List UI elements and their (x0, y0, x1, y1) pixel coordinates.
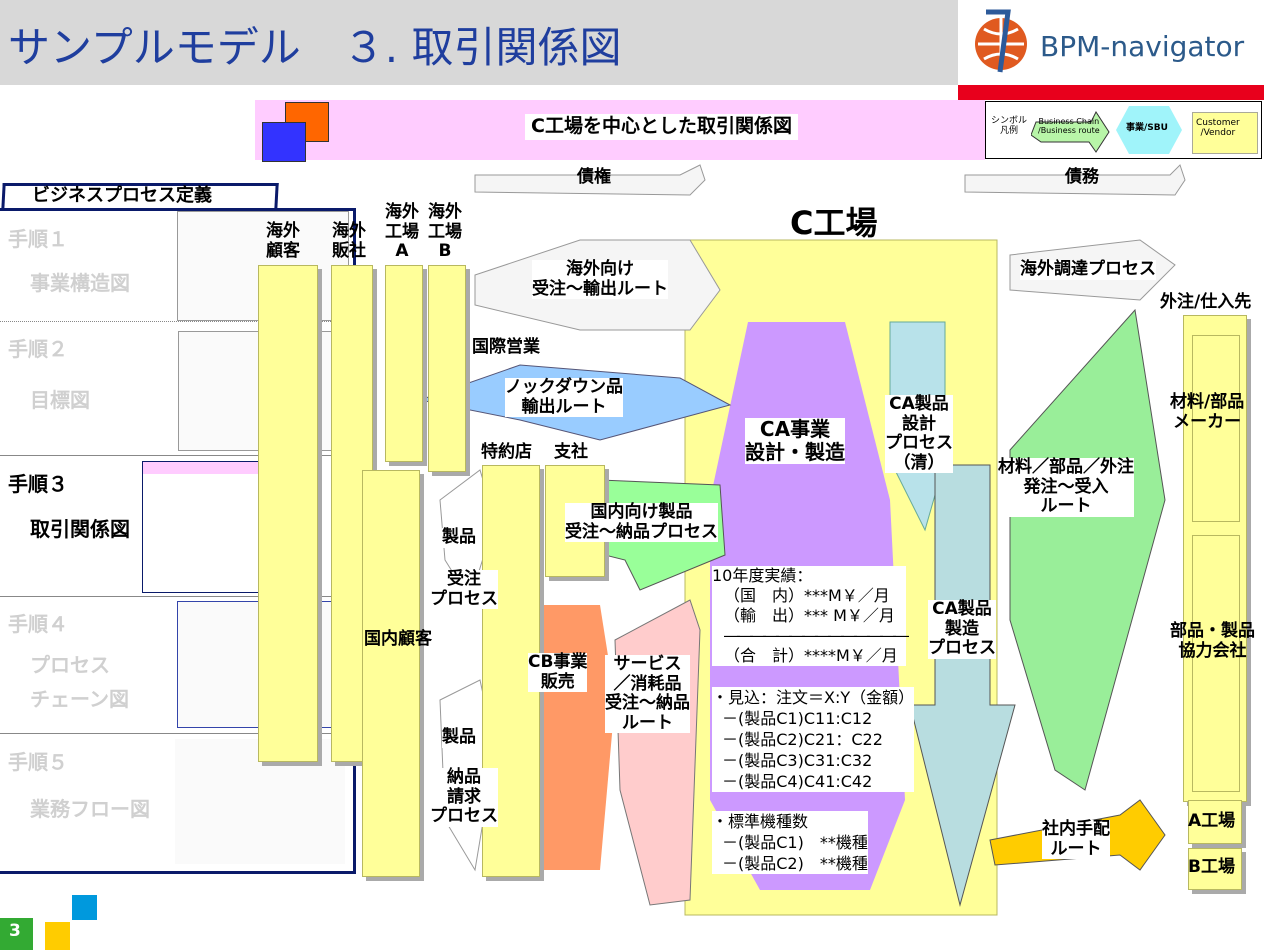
forecast-line: －(製品C3)C31:C32 (712, 750, 915, 771)
legend-chain-icon (1031, 110, 1110, 153)
service-route-label: サービス ／消耗品 受注～納品 ルート (605, 654, 690, 734)
forecast-block: ・見込：注文＝X:Y（金額） －(製品C1)C11:C12 －(製品C2)C21… (712, 687, 915, 792)
ca-mfg-label: CA製品 製造 プロセス (928, 599, 996, 659)
page-number-badge (0, 918, 33, 950)
step-number: 手順５ (8, 750, 68, 774)
overseas-customer-label: 海外 顧客 (266, 221, 300, 261)
logo (958, 0, 1264, 85)
standard-block: ・標準機種数 －(製品C1) **機種 －(製品C2) **機種 (712, 811, 868, 874)
service-route-arrow (614, 599, 701, 906)
domestic-route-label: 国内向け製品 受注～納品プロセス (565, 502, 718, 543)
step-label: 取引関係図 (30, 517, 130, 541)
results-line: ―――――――――――――― (712, 626, 909, 646)
overseas-factory-b-column (428, 265, 466, 472)
globe-logo-icon (975, 9, 1027, 73)
forecast-line: －(製品C1)C11:C12 (712, 708, 915, 729)
header-bar (0, 0, 958, 85)
parts-partner-column (1192, 535, 1240, 792)
sidebar-tab-label: ビジネスプロセス定義 (32, 185, 212, 206)
agent-label: 特約店 (481, 442, 532, 462)
c-factory-title: C工場 (790, 204, 878, 242)
overseas-customer-column (258, 265, 318, 762)
blue-square-icon (262, 122, 306, 162)
banner-title: C工場を中心とした取引関係図 (525, 114, 798, 140)
step-label: 事業構造図 (30, 271, 130, 295)
knockdown-label: ノックダウン品 輸出ルート (505, 377, 623, 418)
legend-customer-text: Customer /Vendor (1196, 118, 1240, 139)
factory-b-label: B工場 (1188, 857, 1235, 877)
standard-line: ・標準機種数 (712, 811, 868, 832)
product-label: 製品 (442, 727, 476, 748)
forecast-line: －(製品C2)C21：C22 (712, 729, 915, 750)
results-block: 10年度実績： （国 内）***M￥／月 （輸 出）*** M￥／月 ―――――… (712, 566, 909, 666)
branch-label: 支社 (554, 442, 588, 462)
results-line: 10年度実績： (712, 566, 906, 586)
intl-sales-label: 国際営業 (472, 337, 540, 357)
results-line: （輸 出）*** M￥／月 (712, 606, 906, 626)
page-number: 3 (9, 921, 21, 941)
parts-partner-label: 部品・製品 協力会社 (1170, 621, 1255, 661)
standard-line: －(製品C1) **機種 (712, 832, 868, 853)
results-line: （国 内）***M￥／月 (712, 586, 906, 606)
delivery-process-label: 納品 請求 プロセス (430, 767, 498, 827)
legend-sbu-text: 事業/SBU (1126, 123, 1168, 133)
materials-route-label: 材料／部品／外注 発注～受入 ルート (998, 457, 1134, 517)
cb-sbu-label: CB事業 販売 (528, 652, 588, 693)
logo-accent-bar (958, 85, 1264, 100)
decor-square (33, 905, 66, 923)
product-label: 製品 (442, 527, 476, 548)
overseas-factory-b-label: 海外 工場 B (428, 202, 462, 262)
logo-text: BPM-navigator (1040, 30, 1245, 63)
forecast-line: ・見込：注文＝X:Y（金額） (712, 687, 915, 708)
legend-customer-box (1192, 112, 1258, 154)
ca-mfg-arrow (909, 464, 1016, 907)
materials-maker-label: 材料/部品 メーカー (1170, 392, 1245, 432)
step-number: 手順４ (8, 612, 68, 636)
legend: シンボル 凡例 Business Chain /Business route 事… (985, 101, 1262, 159)
step-label: 目標図 (30, 388, 90, 412)
ca-design-label: CA製品 設計 プロセス （清） (885, 394, 953, 474)
legend-chain-text: Business Chain /Business route (1038, 117, 1100, 136)
overseas-factory-a-label: 海外 工場 A (385, 202, 419, 262)
factory-a-label: A工場 (1188, 811, 1236, 831)
internal-route-label: 社内手配 ルート (1042, 819, 1110, 860)
factory-b-box (1188, 848, 1242, 890)
ca-sbu-label: CA事業 設計・製造 (745, 417, 845, 464)
overseas-factory-a-column (385, 265, 423, 462)
credit-label: 債権 (577, 167, 611, 187)
credit-arrow (474, 164, 706, 196)
materials-route-arrow (1009, 308, 1166, 791)
step-number: 手順３ (8, 472, 68, 496)
order-process-label: 受注 プロセス (430, 569, 498, 610)
decor-yellow-square (45, 922, 70, 950)
step-number: 手順２ (8, 337, 68, 361)
legend-sbu-icon (1116, 106, 1182, 154)
materials-maker-column (1192, 335, 1240, 522)
results-line: （合 計）****M￥／月 (712, 646, 906, 666)
legend-label: シンボル 凡例 (991, 116, 1028, 137)
factory-a-box (1188, 800, 1242, 844)
step-label: 業務フロー図 (30, 797, 150, 821)
page-title: サンプルモデル ３. 取引関係図 (8, 23, 622, 72)
debt-label: 債務 (1065, 167, 1099, 187)
step-number: 手順１ (8, 227, 68, 251)
forecast-line: －(製品C4)C41:C42 (712, 771, 915, 792)
step-label: プロセス チェーン図 (30, 653, 129, 711)
overseas-proc-label: 海外調達プロセス (1020, 259, 1156, 280)
debt-arrow (964, 164, 1186, 196)
domestic-customer-column (362, 470, 420, 877)
standard-line: －(製品C2) **機種 (712, 853, 868, 874)
domestic-customer-label: 国内顧客 (364, 629, 432, 649)
overseas-route-label: 海外向け 受注～輸出ルート (532, 259, 668, 300)
outsource-label: 外注/仕入先 (1160, 292, 1252, 312)
overseas-sales-label: 海外 販社 (332, 221, 366, 261)
decor-blue-square (72, 895, 97, 920)
